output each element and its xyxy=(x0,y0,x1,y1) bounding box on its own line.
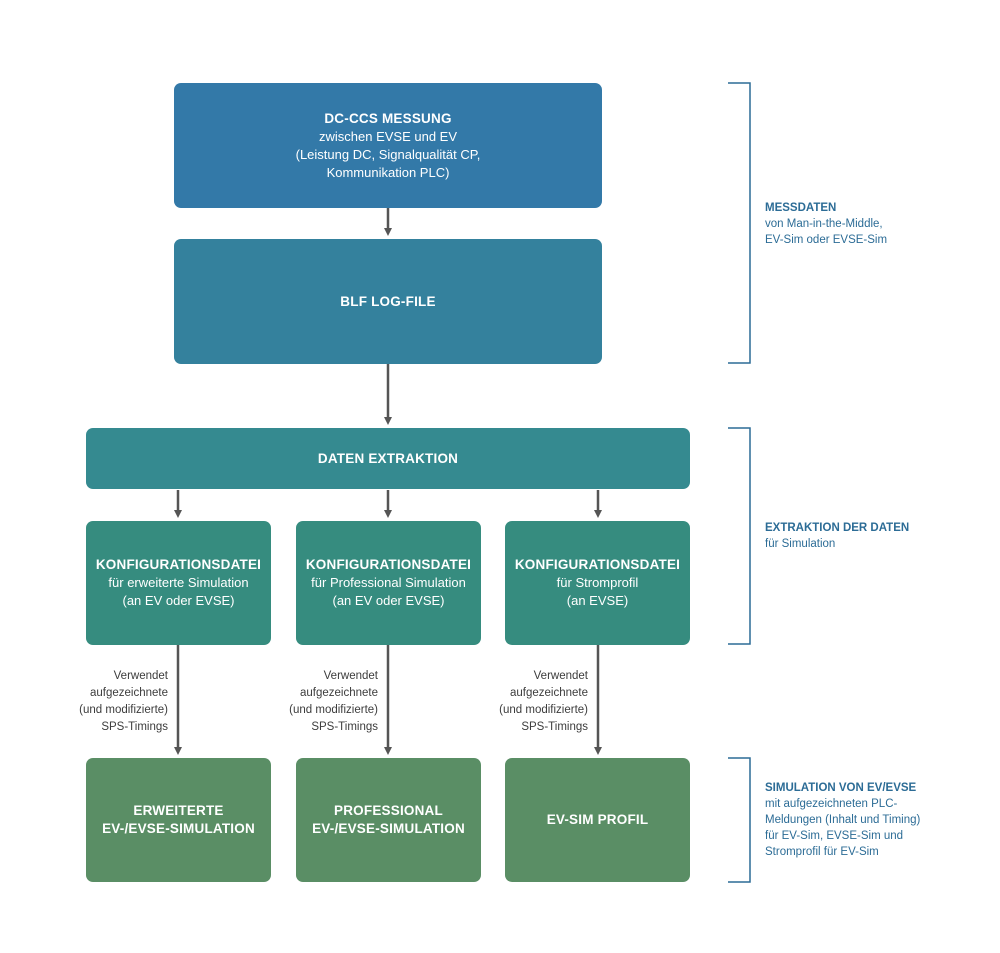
section-line: für EV-Sim, EVSE-Sim und xyxy=(765,830,904,842)
config-file-title: KONFIGURATIONSDATEI xyxy=(305,557,472,572)
section-title: EXTRAKTION DER DATEN xyxy=(765,522,910,534)
config-file-box-professional: KONFIGURATIONSDATEI für Professional Sim… xyxy=(296,521,481,645)
config-file-title: KONFIGURATIONSDATEI xyxy=(514,557,681,572)
simulation-title-line-1: PROFESSIONAL xyxy=(334,803,443,818)
blf-logfile-title: BLF LOG-FILE xyxy=(340,293,436,309)
section-label-extraktion: EXTRAKTION DER DATEN für Simulation xyxy=(765,520,965,552)
note-line: SPS-Timings xyxy=(311,721,378,733)
config-file-line-1: für Stromprofil xyxy=(556,575,639,590)
config-file-line-1: für Professional Simulation xyxy=(311,575,466,590)
section-label-messdaten: MESSDATEN von Man-in-the-Middle, EV-Sim … xyxy=(765,200,965,248)
bracket-messdaten xyxy=(728,82,751,364)
section-line: von Man-in-the-Middle, xyxy=(765,218,883,230)
section-label-simulation: SIMULATION VON EV/EVSE mit aufgezeichnet… xyxy=(765,780,965,860)
note-line: (und modifizierte) xyxy=(79,704,168,716)
blf-logfile-box: BLF LOG-FILE xyxy=(174,239,602,364)
config-file-line-2: (an EV oder EVSE) xyxy=(332,593,445,608)
section-line: Stromprofil für EV-Sim xyxy=(765,846,879,858)
note-line: SPS-Timings xyxy=(101,721,168,733)
simulation-box-extended: ERWEITERTE EV-/EVSE-SIMULATION xyxy=(86,758,271,882)
measurement-box-line-3: Kommunikation PLC) xyxy=(326,164,450,180)
data-extraction-title: DATEN EXTRAKTION xyxy=(317,450,459,466)
note-line: (und modifizierte) xyxy=(289,704,378,716)
measurement-box-line-1: zwischen EVSE und EV xyxy=(318,128,458,144)
section-line: EV-Sim oder EVSE-Sim xyxy=(765,234,888,246)
section-title: SIMULATION VON EV/EVSE xyxy=(765,782,917,794)
section-title: MESSDATEN xyxy=(765,202,837,214)
note-line: (und modifizierte) xyxy=(499,704,588,716)
arrow-note-professional: Verwendet aufgezeichnete (und modifizier… xyxy=(258,668,378,736)
measurement-box-line-2: (Leistung DC, Signalqualität CP, xyxy=(295,146,481,162)
note-line: aufgezeichnete xyxy=(509,687,588,699)
bracket-extraktion xyxy=(728,427,751,645)
note-line: Verwendet xyxy=(113,670,168,682)
measurement-box: DC-CCS MESSUNG zwischen EVSE und EV (Lei… xyxy=(174,83,602,208)
section-line: mit aufgezeichneten PLC- xyxy=(765,798,898,810)
simulation-box-ev-sim-profile: EV-SIM PROFIL xyxy=(505,758,690,882)
simulation-title-line-2: EV-/EVSE-SIMULATION xyxy=(102,821,255,836)
simulation-title-line-1: EV-SIM PROFIL xyxy=(546,812,649,827)
note-line: SPS-Timings xyxy=(521,721,588,733)
section-line: Meldungen (Inhalt und Timing) xyxy=(765,814,921,826)
arrow-note-power-profile: Verwendet aufgezeichnete (und modifizier… xyxy=(468,668,588,736)
config-file-box-extended: KONFIGURATIONSDATEI für erweiterte Simul… xyxy=(86,521,271,645)
note-line: Verwendet xyxy=(323,670,378,682)
bracket-simulation xyxy=(728,757,751,883)
config-file-title: KONFIGURATIONSDATEI xyxy=(95,557,262,572)
arrow-note-extended: Verwendet aufgezeichnete (und modifizier… xyxy=(48,668,168,736)
data-extraction-box: DATEN EXTRAKTION xyxy=(86,428,690,489)
simulation-title-line-2: EV-/EVSE-SIMULATION xyxy=(312,821,465,836)
config-file-box-power-profile: KONFIGURATIONSDATEI für Stromprofil (an … xyxy=(505,521,690,645)
section-line: für Simulation xyxy=(765,538,836,550)
measurement-box-title: DC-CCS MESSUNG xyxy=(324,110,452,126)
note-line: aufgezeichnete xyxy=(299,687,378,699)
simulation-title-line-1: ERWEITERTE xyxy=(133,803,224,818)
simulation-box-professional: PROFESSIONAL EV-/EVSE-SIMULATION xyxy=(296,758,481,882)
config-file-line-1: für erweiterte Simulation xyxy=(108,575,249,590)
note-line: Verwendet xyxy=(533,670,588,682)
config-file-line-2: (an EVSE) xyxy=(566,593,629,608)
note-line: aufgezeichnete xyxy=(89,687,168,699)
config-file-line-2: (an EV oder EVSE) xyxy=(122,593,235,608)
